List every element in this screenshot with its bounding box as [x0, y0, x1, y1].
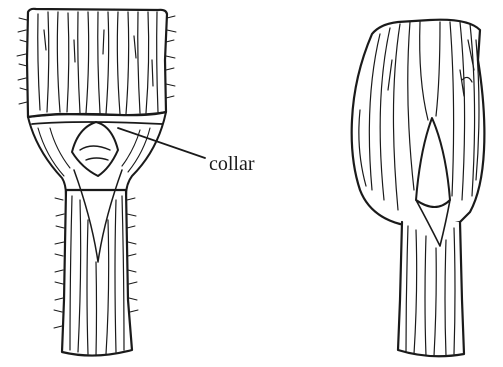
collar-leader-line	[118, 128, 205, 158]
collar-left-flare	[28, 117, 66, 196]
collar-bud	[72, 122, 118, 176]
right-stem-illustration	[352, 20, 485, 357]
collar-label: collar	[209, 153, 255, 175]
left-stem-illustration	[17, 9, 205, 356]
left-lower-stem	[62, 190, 132, 356]
